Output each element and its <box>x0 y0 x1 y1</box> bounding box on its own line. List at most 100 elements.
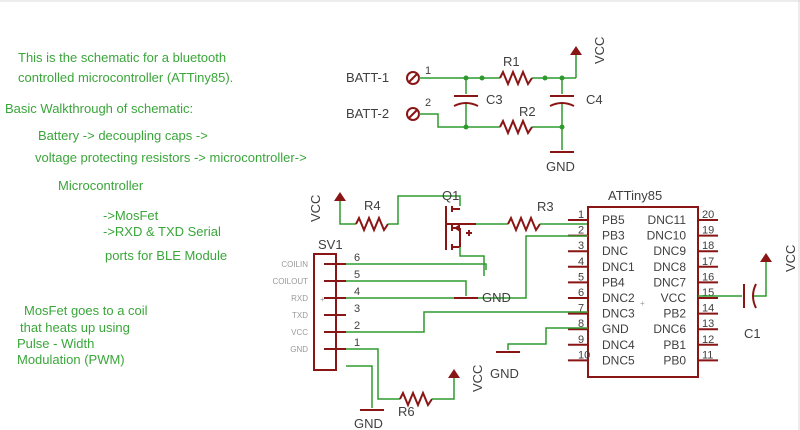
chip-pin-number-left: 1 <box>578 209 584 221</box>
c1-plate-right <box>752 283 757 309</box>
vcc-label-right: VCC <box>783 245 798 272</box>
chip-pin-number-right: 20 <box>702 209 714 221</box>
q1-mosfet <box>445 206 476 250</box>
wire-r2-gnd <box>532 126 563 150</box>
chip-pin-number-left: 10 <box>578 349 590 361</box>
wire-sv1-pin1-gnd <box>346 365 373 408</box>
chip-pin-number-right: 19 <box>702 225 714 237</box>
chip-pin-name-left: PB3 <box>602 229 625 243</box>
chip-pin-number-left: 8 <box>578 318 584 330</box>
note-line-10: MosFet goes to a coil <box>24 303 148 318</box>
chip-pin-name-right: PB1 <box>663 338 686 352</box>
note-line-2: controlled microcontroller (ATTiny85). <box>18 70 233 85</box>
vcc-arrow-left <box>334 192 346 201</box>
q1-label: Q1 <box>442 188 459 203</box>
wire-vcc-r4 <box>339 201 356 225</box>
note-line-3: Basic Walkthrough of schematic: <box>5 101 193 116</box>
r3-label: R3 <box>537 199 554 214</box>
gnd-label-top: GND <box>546 159 575 174</box>
chip-pin-name-right: PB2 <box>663 307 686 321</box>
batt2-terminal <box>406 107 420 121</box>
wire-sv1-pin6 <box>346 263 487 270</box>
c4-plate-bottom <box>549 102 575 107</box>
chip-pin-name-left: DNC3 <box>602 307 635 321</box>
note-line-6: Microcontroller <box>58 178 144 193</box>
chip-pin-number-right: 13 <box>702 318 714 330</box>
chip-pin-number-left: 3 <box>578 240 584 252</box>
wire-sv1-pin5-gnd <box>346 280 467 296</box>
sv1-pin-number: 4 <box>354 286 360 298</box>
sv1-pin-name: COILOUT <box>272 277 308 286</box>
chip-pin-name-right: DNC7 <box>653 275 686 289</box>
batt2-pin-number: 2 <box>425 97 431 109</box>
chip-pins-right: 20DNC1119DNC1018DNC917DNC816DNC715VCC14P… <box>647 209 718 367</box>
chip-label: ATTiny85 <box>608 188 662 203</box>
chip-pin-name-left: GND <box>602 322 629 336</box>
chip-pin-name-left: PB5 <box>602 213 625 227</box>
chip-pin-name-right: VCC <box>661 291 687 305</box>
sv1-pin-name: TXD <box>292 311 308 320</box>
sv1-pin-number: 6 <box>354 252 360 264</box>
batt1-label: BATT-1 <box>346 70 389 85</box>
chip-pin-number-right: 16 <box>702 271 714 283</box>
wire-r4-q1-drain <box>388 195 461 225</box>
c1-label: C1 <box>744 326 761 341</box>
r6-label: R6 <box>398 404 415 419</box>
note-line-4: Battery -> decoupling caps -> <box>38 128 208 143</box>
sv1-pin-name: RXD <box>291 294 308 303</box>
r1-label: R1 <box>503 54 520 69</box>
chip-pin-name-left: DNC <box>602 244 628 258</box>
chip-plus-mark: + <box>640 299 645 308</box>
note-line-5: voltage protecting resistors -> microcon… <box>35 150 307 165</box>
chip-pin-number-left: 7 <box>578 303 584 315</box>
chip-pin-number-left: 5 <box>578 271 584 283</box>
chip-pin-number-left: 2 <box>578 225 584 237</box>
chip-pin-name-right: DNC8 <box>653 260 686 274</box>
chip-pin-name-right: DNC10 <box>647 229 687 243</box>
sv1-pin-name: GND <box>290 345 308 354</box>
sv1-pin-name: COILIN <box>281 260 308 269</box>
wire-batt2-r2 <box>419 113 500 128</box>
sv1-plus-mark: + <box>320 295 325 304</box>
c3-plate-bottom <box>453 102 479 107</box>
chip-pin-number-right: 15 <box>702 287 714 299</box>
junction-r1-right <box>542 75 548 81</box>
note-line-13: Modulation (PWM) <box>17 352 125 367</box>
r3-resistor <box>507 215 541 233</box>
r4-label: R4 <box>364 198 381 213</box>
chip-pin-number-left: 4 <box>578 256 584 268</box>
chip-pin-number-right: 17 <box>702 256 714 268</box>
note-line-8: ->RXD & TXD Serial <box>103 224 221 239</box>
chip-pin-name-left: DNC1 <box>602 260 635 274</box>
junction-c3-bottom <box>463 124 469 130</box>
c4-label: C4 <box>586 92 603 107</box>
wire-c1-vcc <box>754 262 767 297</box>
gnd-label-coil: GND <box>482 290 511 305</box>
chip-pin-name-right: PB0 <box>663 353 686 367</box>
r2-resistor <box>499 118 533 136</box>
chip-pin-name-left: DNC4 <box>602 338 635 352</box>
batt2-label: BATT-2 <box>346 106 389 121</box>
note-line-7: ->MosFet <box>103 208 159 223</box>
chip-pin-name-right: DNC11 <box>648 213 687 227</box>
schematic-notes: This is the schematic for a bluetooth co… <box>5 50 307 367</box>
sv1-pin-number: 2 <box>354 320 360 332</box>
wire-pin2-sv1-pin4 <box>346 235 588 299</box>
note-line-1: This is the schematic for a bluetooth <box>18 50 226 65</box>
mosfet-section: VCC R4 Q1 R3 <box>308 188 588 276</box>
batt1-terminal <box>406 71 420 85</box>
chip-pin-name-left: DNC5 <box>602 353 635 367</box>
note-line-12: Pulse - Width <box>17 336 94 351</box>
vcc-label-top: VCC <box>592 37 607 64</box>
gnd-label-bottom: GND <box>354 416 383 430</box>
chip-pin-number-right: 12 <box>702 334 714 346</box>
vcc-label-left: VCC <box>308 195 323 222</box>
vcc-arrow-right <box>760 253 772 262</box>
sv1-body <box>313 253 337 371</box>
sv1-pin-name: VCC <box>291 328 308 337</box>
